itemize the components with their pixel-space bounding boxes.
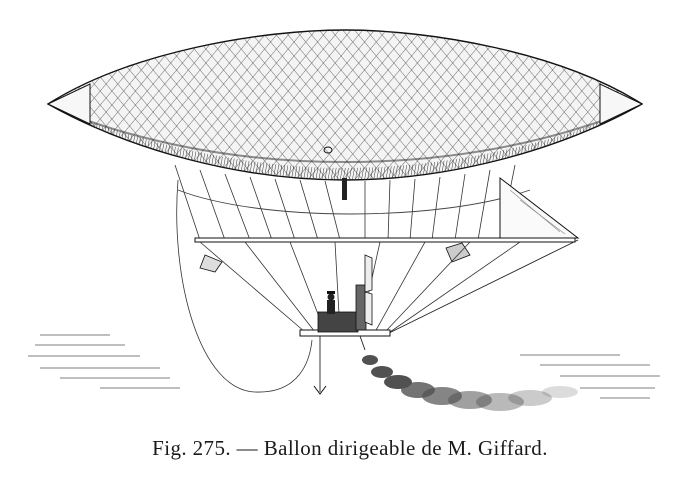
gondola: [299, 254, 391, 395]
rudder-sail: [384, 176, 580, 336]
airship-engraving: [28, 29, 660, 411]
balloon-envelope: [46, 29, 644, 200]
suspension-cords: [174, 164, 531, 241]
suspension-yard: [194, 237, 576, 243]
cloud-hatching: [28, 334, 660, 399]
figure-caption: Fig. 275. — Ballon dirigeable de M. Giff…: [152, 436, 548, 460]
pennant-flags: [199, 242, 471, 273]
gondola-rigging: [176, 179, 521, 393]
smoke-trail: [362, 355, 578, 411]
